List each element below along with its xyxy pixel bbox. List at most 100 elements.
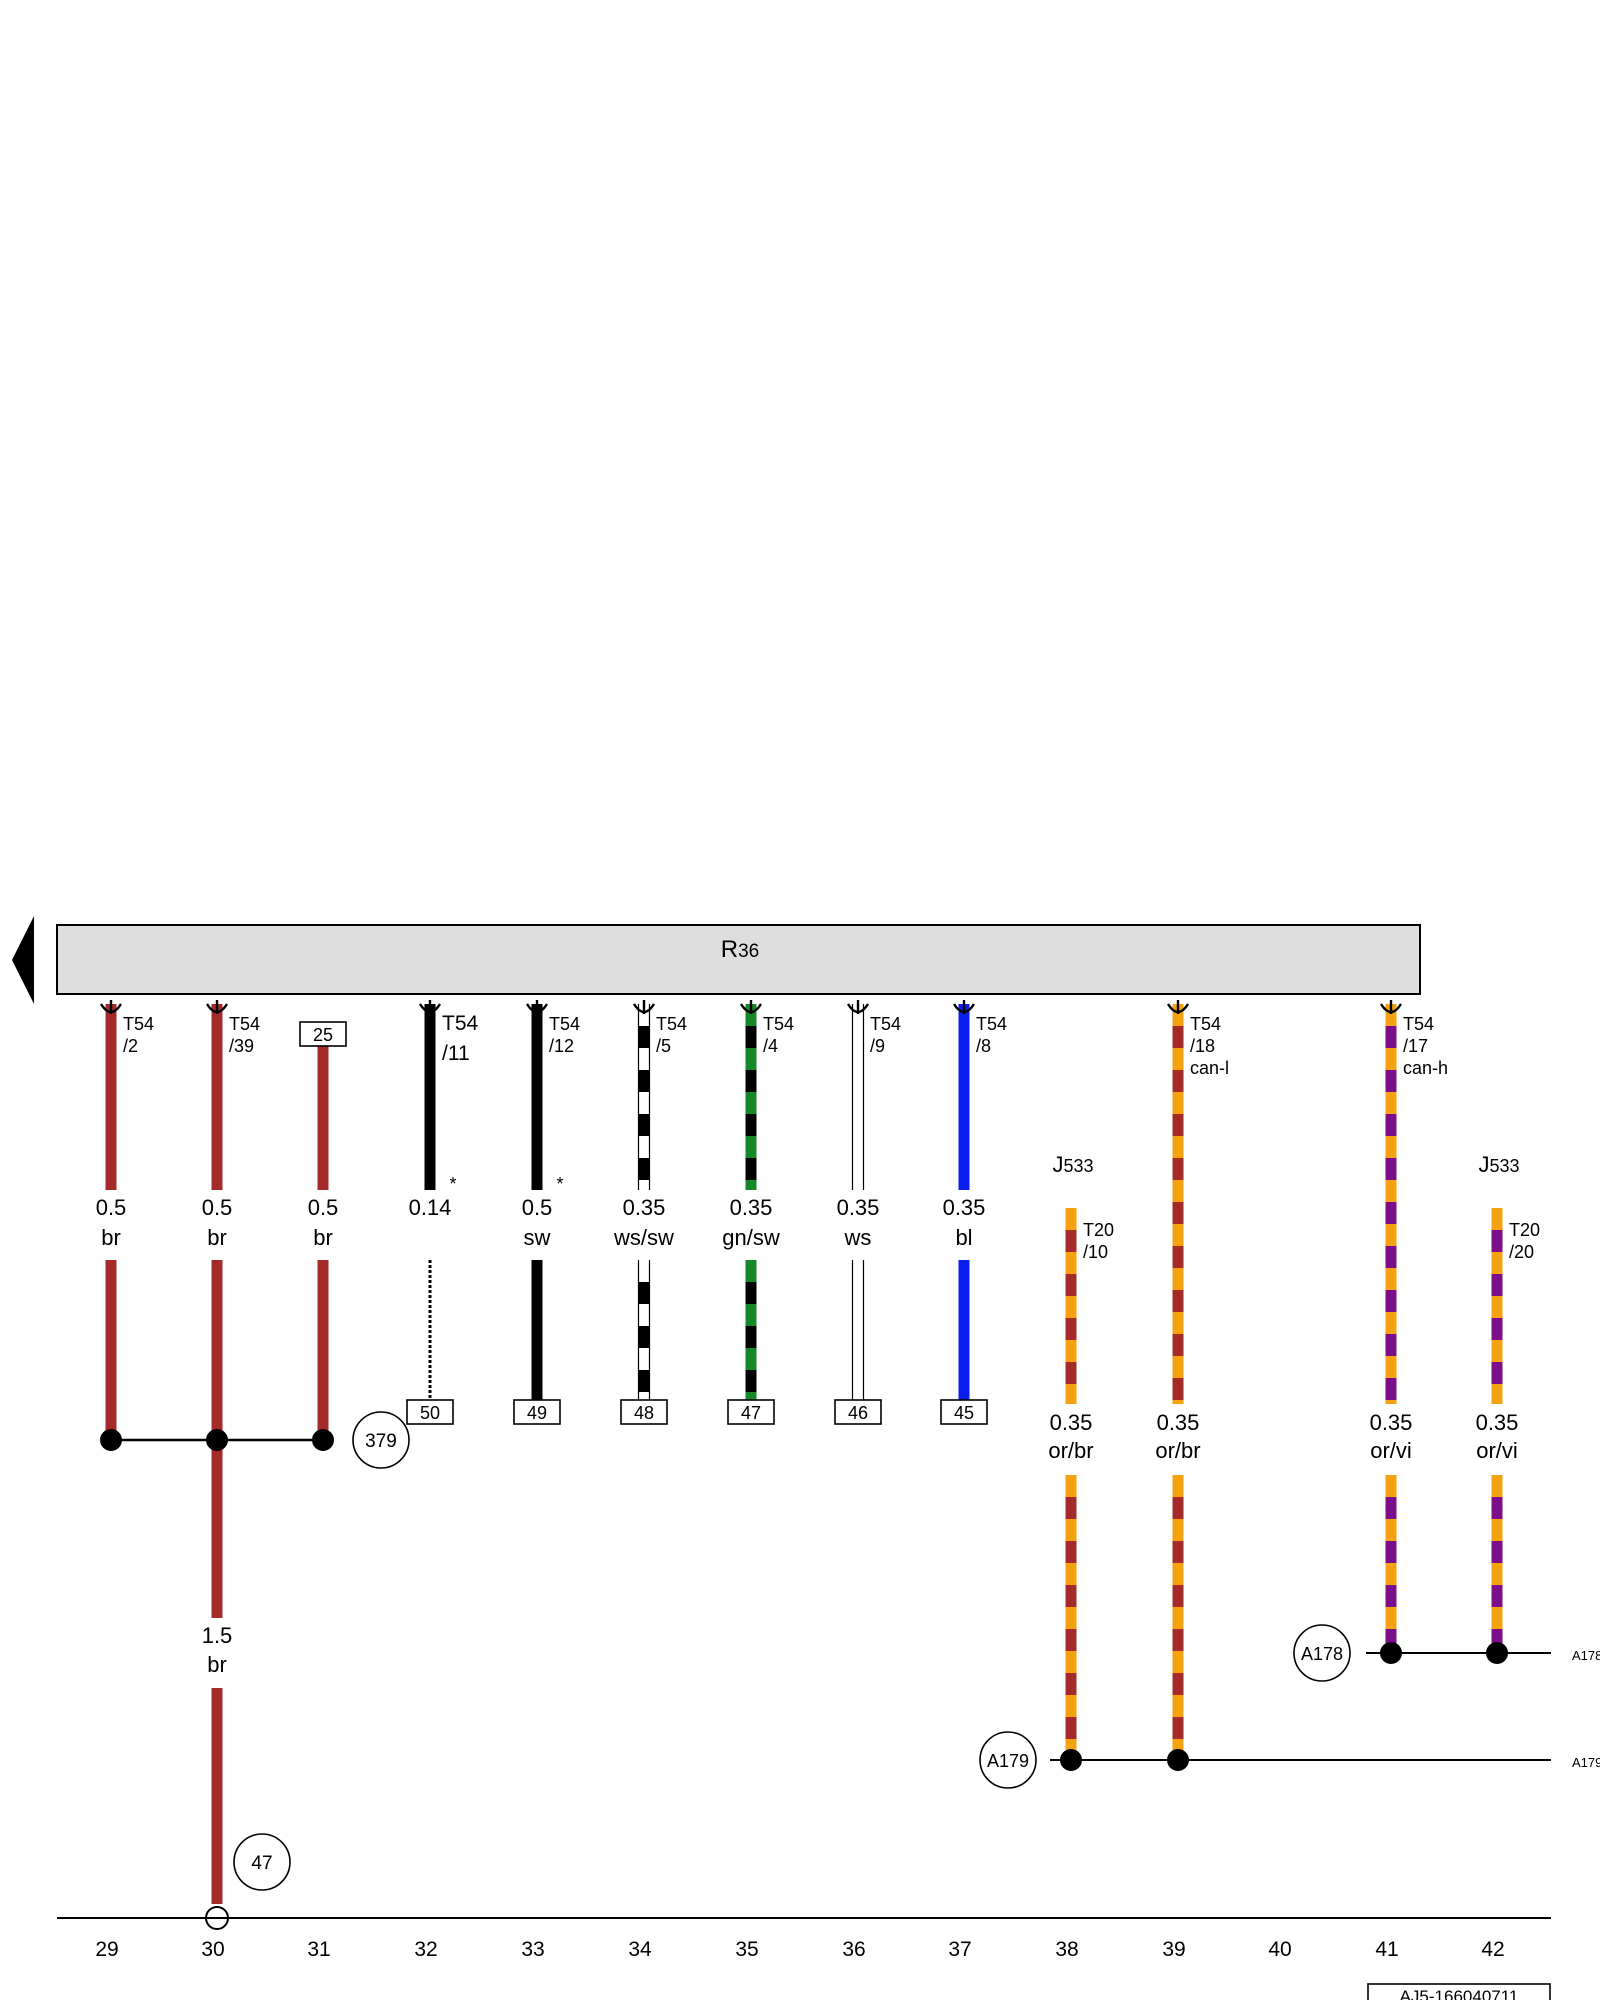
wire-col-33-color-label: sw	[524, 1225, 551, 1250]
connection-a179-label: A179	[987, 1751, 1029, 1771]
column-number-40: 40	[1268, 1938, 1291, 1961]
wire-col-36-pin-label-1: /9	[870, 1036, 885, 1056]
junction-dot-col-29	[100, 1429, 122, 1451]
wire-col-30-color-label: br	[207, 1225, 227, 1250]
wire-col-30-size-label: 0.5	[202, 1195, 233, 1220]
column-number-36: 36	[842, 1938, 865, 1961]
wire-col-37-end-box-label: 45	[954, 1403, 974, 1423]
wire-col-33-star-mark: *	[556, 1174, 563, 1194]
wire-col-34-end-box-label: 48	[634, 1403, 654, 1423]
edge-ref-a179: A179	[1572, 1755, 1600, 1770]
wire-col-33-end-box-label: 49	[527, 1403, 547, 1423]
wire-col-34-end-box	[620, 1399, 668, 1425]
column-number-32: 32	[414, 1938, 437, 1961]
junction-dot-col-30	[206, 1429, 228, 1451]
wire-col-37-end-box	[940, 1399, 988, 1425]
ecu-wire-col-38-pin-label-0: T20	[1083, 1220, 1114, 1240]
wire-col-36-color-label: ws	[844, 1225, 872, 1250]
component-label-main: R	[721, 936, 738, 963]
wire-col-35-end-box-label: 47	[741, 1403, 761, 1423]
connection-a178-label: A178	[1301, 1644, 1343, 1664]
can-wire-col-39-color-label: or/br	[1155, 1438, 1200, 1463]
wire-col-35-pin-label-0: T54	[763, 1014, 794, 1034]
connection-379: 379	[352, 1411, 410, 1469]
can-wire-col-41-pin-label-0: T54	[1403, 1014, 1434, 1034]
component-r36: R36	[56, 924, 1421, 995]
column-number-33: 33	[521, 1938, 544, 1961]
wire-col-29-pin-label-0: T54	[123, 1014, 154, 1034]
can-wire-col-39-size-label: 0.35	[1157, 1410, 1200, 1435]
wire-col-34-color-label: ws/sw	[613, 1225, 674, 1250]
can-wire-col-39-pin-label-2: can-l	[1190, 1058, 1229, 1078]
document-id-box: AJ5-166040711	[1367, 1983, 1551, 2000]
wire-col-31-size-label: 0.5	[308, 1195, 339, 1220]
wire-col-32-end-box-label: 50	[420, 1403, 440, 1423]
wire-col-31-ref-box-label: 25	[313, 1025, 333, 1045]
wire-col-29-color-label: br	[101, 1225, 121, 1250]
ecu-wire-col-42-ecu-label-main: J	[1478, 1152, 1489, 1177]
ecu-wire-col-38-ecu-label-main: J	[1052, 1152, 1063, 1177]
wire-col-34-size-label: 0.35	[623, 1195, 666, 1220]
column-number-41: 41	[1375, 1938, 1398, 1961]
connection-a179: A179	[979, 1731, 1037, 1789]
ecu-wire-col-38-size-label: 0.35	[1050, 1410, 1093, 1435]
wire-col-35-end-box	[727, 1399, 775, 1425]
ecu-wire-col-38-ecu-label: J533	[1052, 1152, 1093, 1177]
column-number-29: 29	[95, 1938, 118, 1961]
ecu-wire-col-42-ecu-label-sub: 533	[1489, 1156, 1519, 1176]
wire-col-34-pin-label-1: /5	[656, 1036, 671, 1056]
column-number-31: 31	[307, 1938, 330, 1961]
can-wire-col-41-pin-label-1: /17	[1403, 1036, 1428, 1056]
column-number-37: 37	[948, 1938, 971, 1961]
wire-col-37-pin-label-0: T54	[976, 1014, 1007, 1034]
wire-col-32-star-mark: *	[449, 1174, 456, 1194]
ecu-wire-col-42-pin-label-1: /20	[1509, 1242, 1534, 1262]
ecu-wire-col-42-ecu-label: J533	[1478, 1152, 1519, 1177]
wire-col-33-pin-label-1: /12	[549, 1036, 574, 1056]
wires-layer	[99, 1000, 1503, 1904]
can-wire-col-41-pin-label-2: can-h	[1403, 1058, 1448, 1078]
wire-col-34-pin-label-0: T54	[656, 1014, 687, 1034]
ground-wire-color-label: br	[207, 1652, 227, 1677]
wire-col-36-end-box-label: 46	[848, 1403, 868, 1423]
edge-ref-a178: A178	[1572, 1648, 1600, 1663]
wire-col-36-pin-label-0: T54	[870, 1014, 901, 1034]
bus-layer	[100, 1429, 1551, 1930]
connection-47-label: 47	[251, 1853, 272, 1874]
document-id: AJ5-166040711	[1400, 1987, 1519, 2000]
connection-a178: A178	[1293, 1624, 1351, 1682]
wire-col-36-end-box	[834, 1399, 882, 1425]
wire-col-37-pin-label-1: /8	[976, 1036, 991, 1056]
ecu-wire-col-38-pin-label-1: /10	[1083, 1242, 1108, 1262]
ecu-wire-col-42-size-label: 0.35	[1476, 1410, 1519, 1435]
column-number-35: 35	[735, 1938, 758, 1961]
connection-47: 47	[233, 1833, 291, 1891]
wire-col-36-size-label: 0.35	[837, 1195, 880, 1220]
column-number-34: 34	[628, 1938, 652, 1961]
wire-col-30-pin-label-0: T54	[229, 1014, 260, 1034]
wire-col-29-pin-label-1: /2	[123, 1036, 138, 1056]
ecu-wire-col-42-color-label: or/vi	[1476, 1438, 1518, 1463]
column-number-39: 39	[1162, 1938, 1185, 1961]
can-wire-col-41-color-label: or/vi	[1370, 1438, 1412, 1463]
wire-col-30-pin-label-1: /39	[229, 1036, 254, 1056]
wire-col-32-pin-label-1: /11	[442, 1042, 470, 1065]
wire-col-37-color-label: bl	[955, 1225, 972, 1250]
wire-col-33-end-box	[513, 1399, 561, 1425]
column-number-42: 42	[1481, 1938, 1504, 1961]
wire-col-32-pin-label-0: T54	[442, 1012, 479, 1035]
ecu-wire-col-38-ecu-label-sub: 533	[1063, 1156, 1093, 1176]
column-number-30: 30	[201, 1938, 224, 1961]
component-label: R36	[721, 936, 759, 963]
wire-col-29-size-label: 0.5	[96, 1195, 127, 1220]
can-wire-col-39-pin-label-0: T54	[1190, 1014, 1221, 1034]
ecu-wire-col-42-pin-label-0: T20	[1509, 1220, 1540, 1240]
wire-col-37-size-label: 0.35	[943, 1195, 986, 1220]
wire-col-35-pin-label-1: /4	[763, 1036, 778, 1056]
previous-page-arrow-icon[interactable]	[12, 916, 34, 1004]
ecu-wire-col-38-color-label: or/br	[1048, 1438, 1093, 1463]
can-wire-col-41-size-label: 0.35	[1370, 1410, 1413, 1435]
